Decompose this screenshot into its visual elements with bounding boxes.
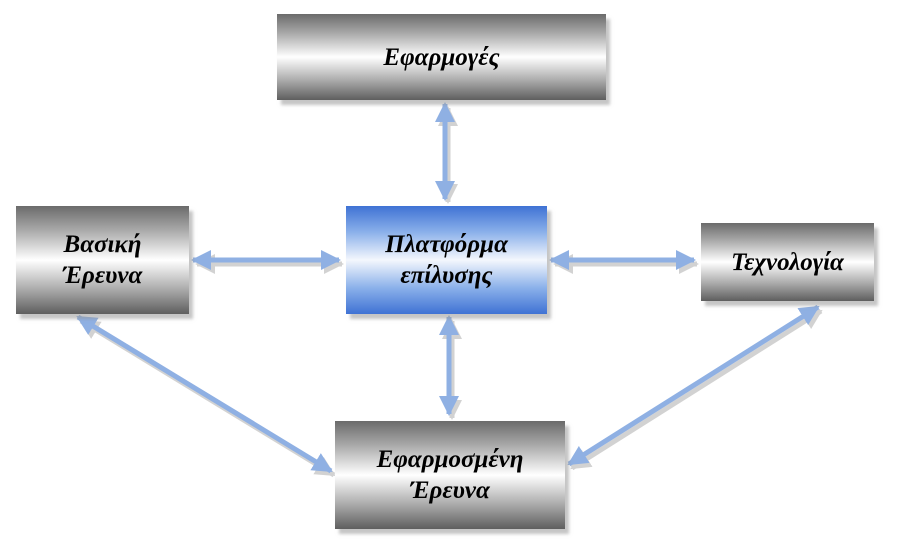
node-technology-label: Τεχνολογία (731, 248, 844, 276)
node-platform-line1: Πλατφόρμα (385, 231, 508, 258)
node-technology: Τεχνολογία (701, 223, 874, 301)
node-basic-research: Βασική Έρευνα (16, 206, 189, 314)
node-applied-research-line2: Έρευνα (410, 477, 490, 504)
node-basic-research-line1: Βασική (63, 231, 142, 258)
node-basic-research-line2: Έρευνα (62, 262, 143, 289)
node-applications-label: Εφαρμογές (383, 43, 500, 71)
node-platform-line2: επίλυσης (400, 262, 493, 289)
arrow-technology-applied-research (567, 304, 820, 467)
node-platform: Πλατφόρμα επίλυσης (346, 206, 547, 314)
node-applied-research: Εφαρμοσμένη Έρευνα (335, 421, 565, 529)
node-applications: Εφαρμογές (277, 14, 606, 100)
node-applied-research-line1: Εφαρμοσμένη (376, 446, 524, 473)
arrow-basic-applied-research (76, 314, 333, 474)
